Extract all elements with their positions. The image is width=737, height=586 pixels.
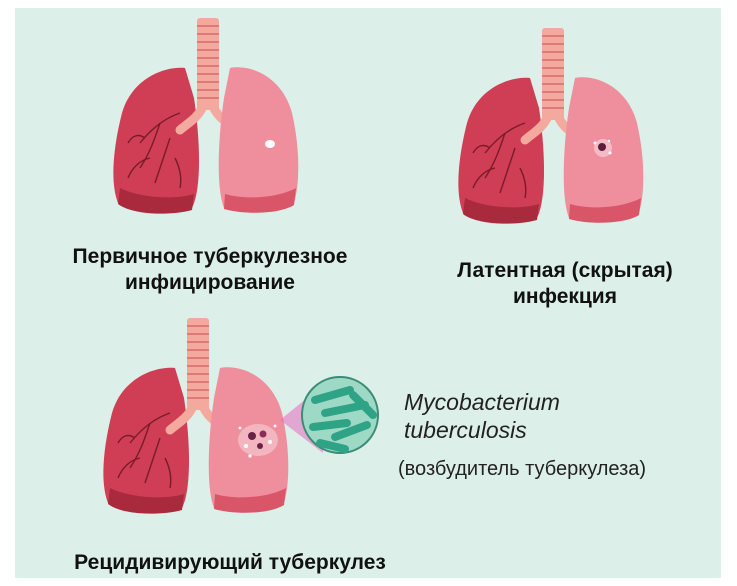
lungs-latent-infection (455, 28, 655, 233)
pathogen-description: (возбудитель туберкулеза) (398, 458, 646, 481)
caption-recurrent-tb: Рецидивирующий туберкулез (40, 550, 420, 576)
caption-line: Рецидивирующий туберкулез (40, 550, 420, 576)
pathogen-name-line: tuberculosis (404, 416, 560, 444)
pathogen-name-line: Mycobacterium (404, 388, 560, 416)
lungs-primary-infection (110, 18, 310, 223)
caption-line: Латентная (скрытая) (420, 258, 710, 284)
caption-line: Первичное туберкулезное (45, 244, 375, 270)
bacteria-magnifier-icon (255, 365, 395, 465)
pathogen-name: Mycobacterium tuberculosis (404, 388, 560, 444)
primary-lesion-icon (265, 140, 275, 148)
caption-line: инфицирование (45, 270, 375, 296)
caption-latent-infection: Латентная (скрытая) инфекция (420, 258, 710, 310)
caption-primary-infection: Первичное туберкулезное инфицирование (45, 244, 375, 296)
caption-line: инфекция (420, 284, 710, 310)
